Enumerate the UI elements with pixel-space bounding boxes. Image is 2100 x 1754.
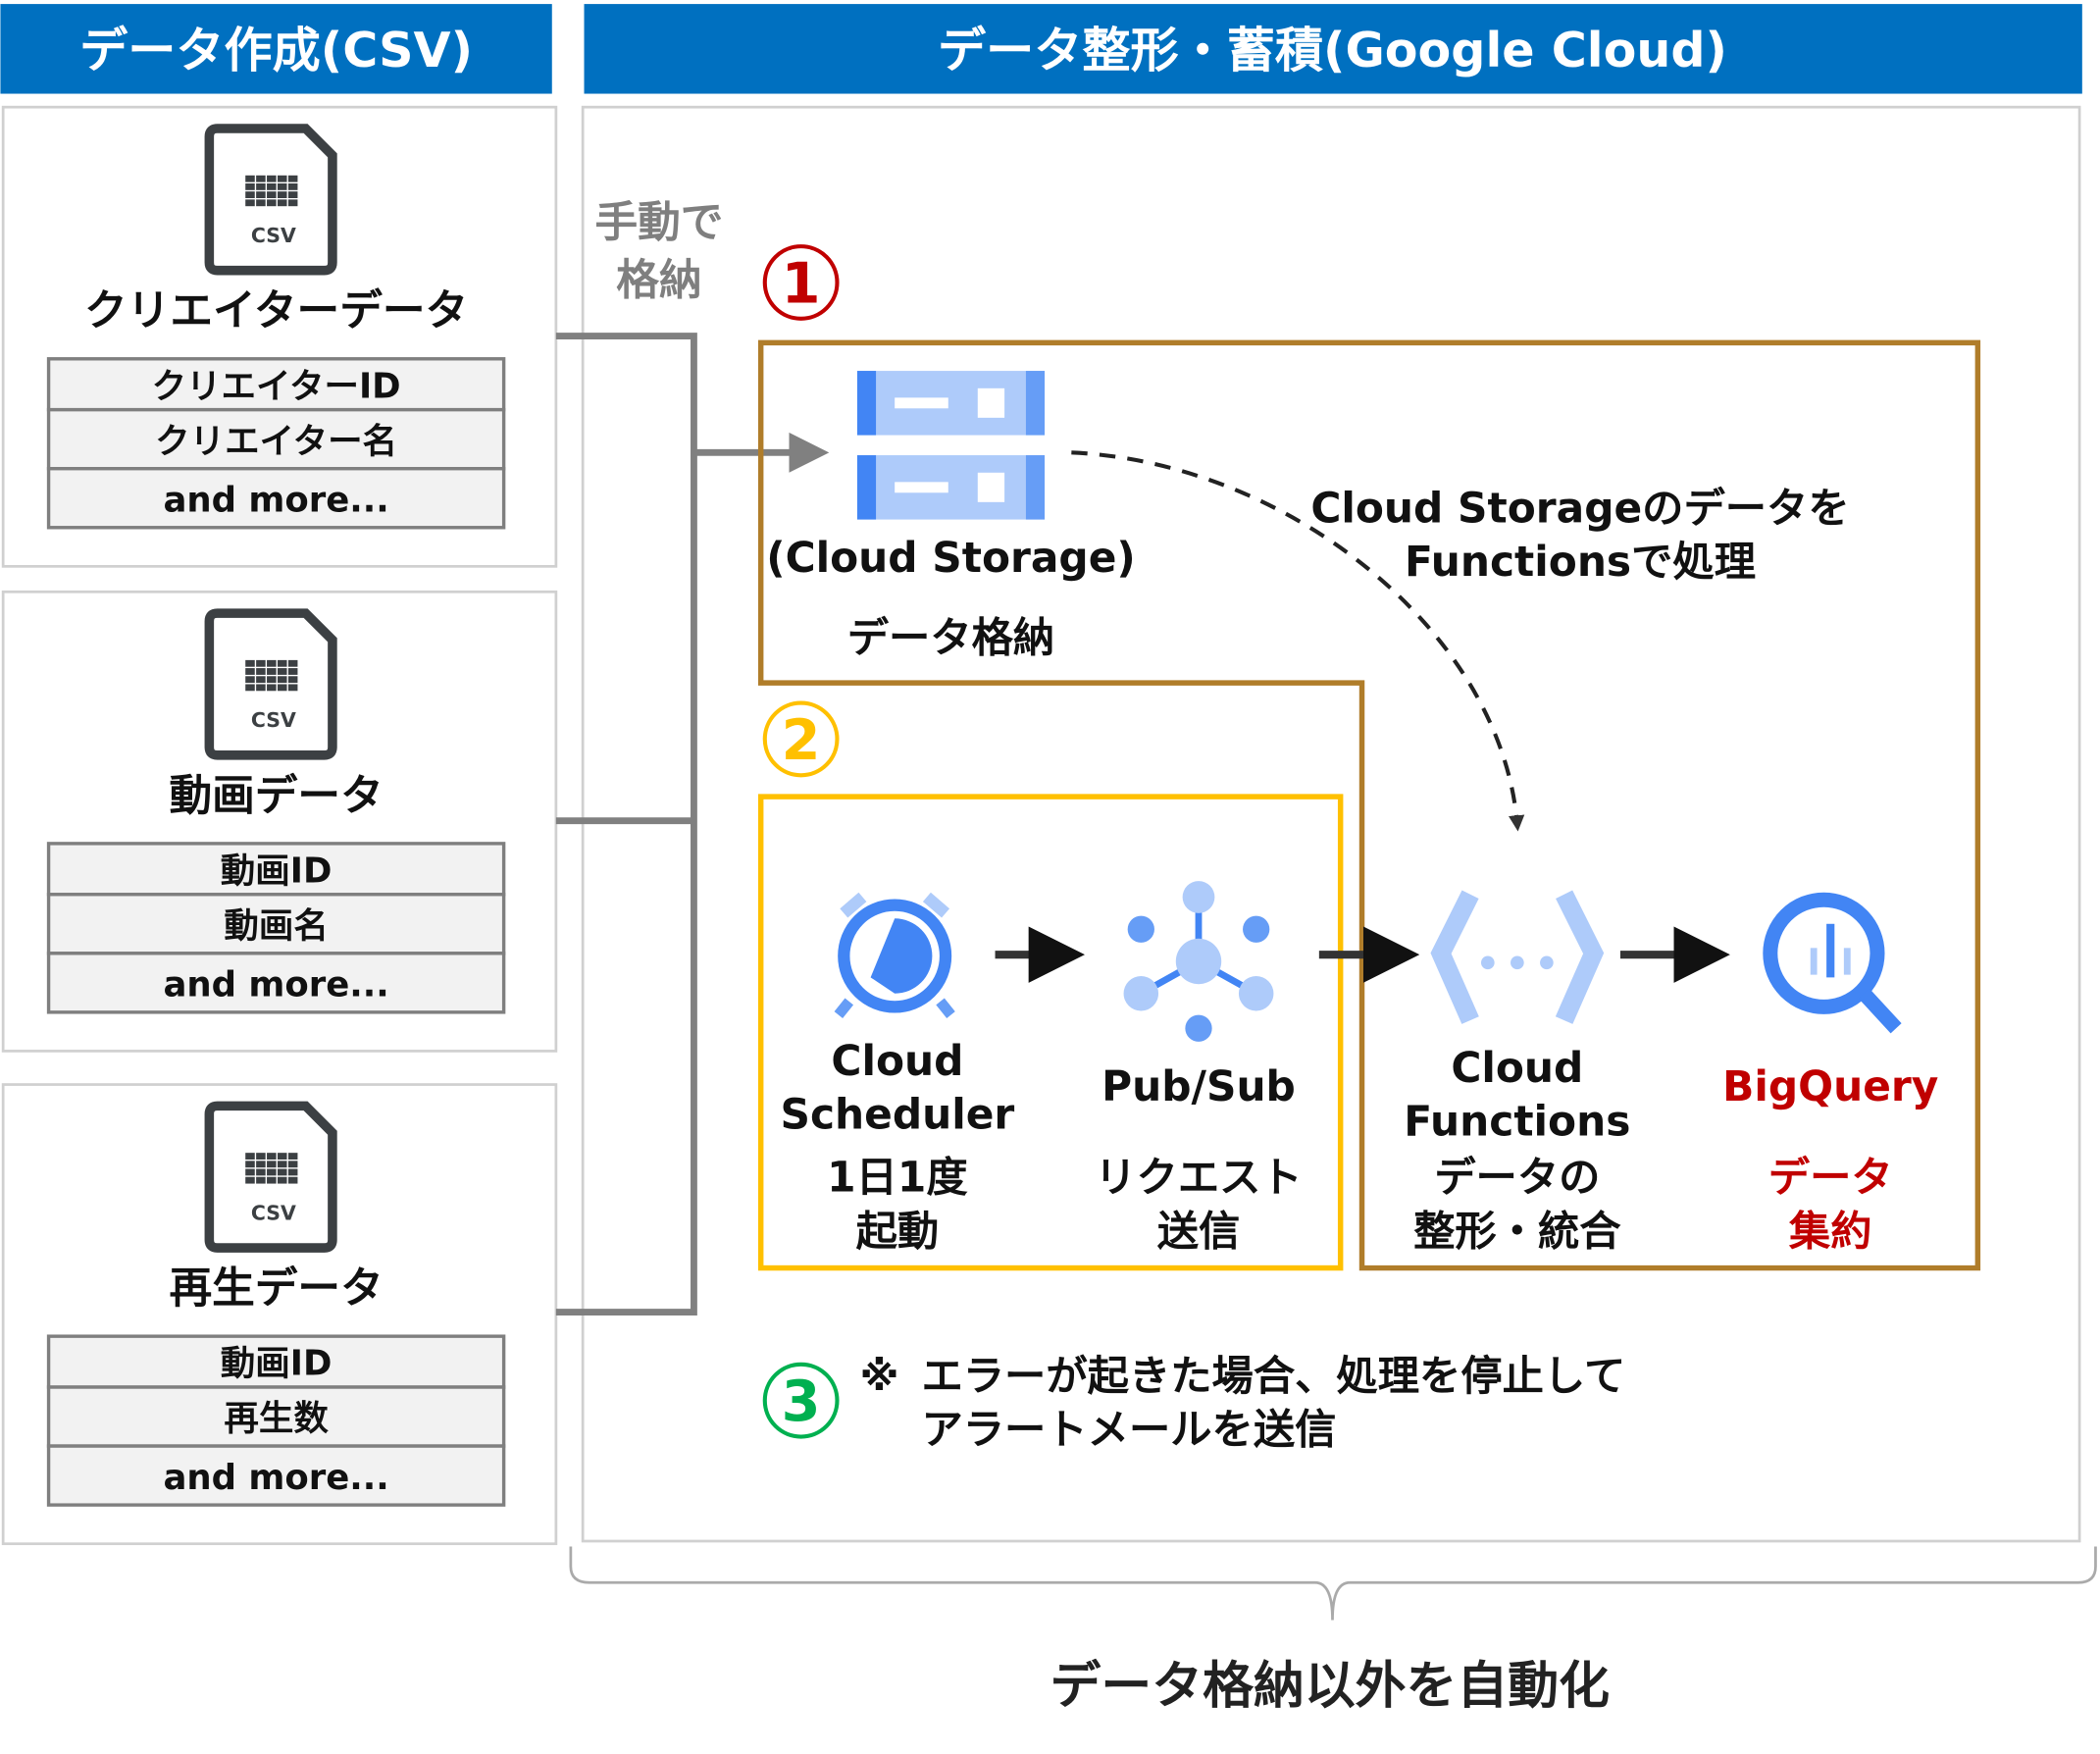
field-row — [46, 893, 506, 955]
trigger-note-2: Functionsで処理 — [1405, 538, 1756, 586]
connector-lines — [555, 333, 830, 1316]
field-label: 再生数 — [224, 1399, 329, 1439]
source-title: 再生データ — [169, 1264, 383, 1314]
field-label: クリエイターID — [152, 366, 401, 406]
service-name: BigQuery — [1722, 1062, 1938, 1110]
bigquery-icon — [1763, 892, 1902, 1034]
field-row — [46, 357, 506, 412]
service-desc: データ — [1768, 1154, 1893, 1202]
trigger-dashed-arrow — [1071, 450, 1525, 832]
service-desc: 整形・統合 — [1413, 1207, 1621, 1255]
svg-text:CSV: CSV — [251, 708, 296, 732]
svg-text:CSV: CSV — [251, 224, 296, 247]
error-note-1: エラーが起きた場合、処理を停止して — [921, 1352, 1625, 1400]
cloud-scheduler-icon — [834, 892, 955, 1018]
error-note-mark: ※ — [860, 1353, 899, 1400]
csv-file-icon: CSV — [204, 1101, 337, 1253]
header-right-title: データ整形・蓄積(Google Cloud) — [938, 22, 1727, 78]
field-label: and more... — [163, 480, 388, 520]
source-title: 動画データ — [169, 771, 383, 821]
service-desc: 送信 — [1157, 1207, 1241, 1255]
field-row — [46, 1334, 506, 1389]
field-row — [46, 407, 506, 471]
field-table: 動画ID 再生数 and more... — [46, 1334, 506, 1507]
service-name: Pub/Sub — [1101, 1062, 1296, 1110]
svg-text:1: 1 — [782, 250, 821, 316]
step-2-badge: 2 — [762, 700, 840, 778]
field-label: 動画ID — [221, 851, 333, 891]
service-desc: 集約 — [1788, 1207, 1872, 1255]
service-desc: 1日1度 — [827, 1154, 968, 1202]
gcp-panel — [581, 105, 2081, 1543]
error-note-2: アラートメールを送信 — [921, 1405, 1336, 1453]
field-row — [46, 952, 506, 1014]
service-desc: データの — [1434, 1154, 1600, 1202]
field-label: クリエイター名 — [155, 421, 397, 461]
svg-text:2: 2 — [782, 707, 821, 773]
field-label: and more... — [163, 964, 388, 1005]
service-desc: リクエスト — [1095, 1154, 1303, 1202]
scheduler-pubsub-box — [757, 794, 1344, 1271]
field-label: 動画名 — [224, 905, 328, 946]
header-right: データ整形・蓄積(Google Cloud) — [584, 4, 2082, 94]
manual-label-1: 手動で — [594, 198, 723, 248]
header-left: データ作成(CSV) — [0, 4, 552, 94]
csv-file-icon: CSV — [204, 608, 337, 760]
service-desc: 起動 — [856, 1207, 940, 1255]
field-label: and more... — [163, 1458, 388, 1498]
csv-file-icon: CSV — [204, 124, 337, 276]
service-name: Scheduler — [781, 1091, 1015, 1139]
field-row — [46, 842, 506, 897]
manual-label-2: 格納 — [616, 255, 701, 305]
field-table: 動画ID 動画名 and more... — [46, 842, 506, 1014]
field-row — [46, 1444, 506, 1507]
cloud-functions-icon — [1430, 890, 1605, 1024]
cloud-storage-icon — [856, 371, 1046, 520]
service-name: Cloud — [1451, 1044, 1583, 1092]
step-3-badge: 3 — [762, 1362, 840, 1439]
field-row — [46, 467, 506, 530]
step-1-badge: 1 — [762, 244, 840, 321]
svg-text:3: 3 — [782, 1368, 821, 1434]
source-title: クリエイターデータ — [84, 286, 468, 336]
storage-desc: データ格納 — [847, 614, 1055, 662]
field-label: 動画ID — [221, 1344, 333, 1384]
storage-functions-box — [757, 339, 1981, 1271]
automation-brace — [569, 1546, 2097, 1621]
header-left-title: データ作成(CSV) — [79, 22, 473, 78]
service-name: Functions — [1404, 1097, 1630, 1145]
trigger-note-1: Cloud Storageのデータを — [1310, 484, 1849, 532]
svg-text:CSV: CSV — [251, 1201, 296, 1224]
footer-label: データ格納以外を自動化 — [1050, 1657, 1610, 1716]
pubsub-icon — [1123, 881, 1274, 1042]
service-name: Cloud — [831, 1037, 963, 1085]
storage-name: (Cloud Storage) — [766, 534, 1135, 582]
field-table: クリエイターID クリエイター名 and more... — [46, 357, 506, 530]
